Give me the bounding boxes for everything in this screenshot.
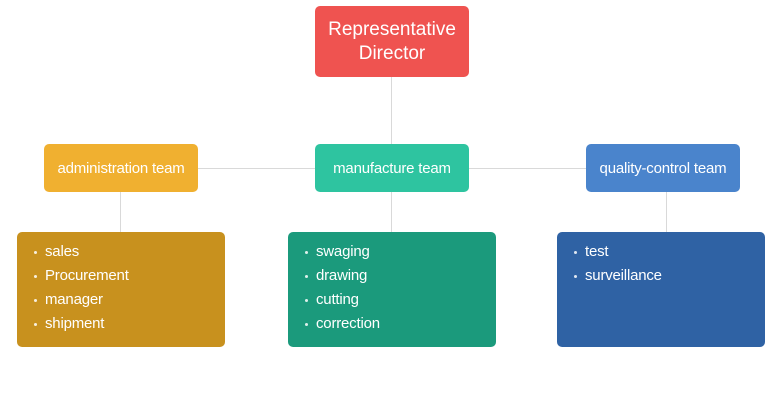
- list-item-label: test: [585, 243, 609, 260]
- list-item: sales: [33, 240, 225, 264]
- connector-horizontal-left: [198, 168, 315, 169]
- list-item: shipment: [33, 312, 225, 336]
- detail-box-manufacture: swaging drawing cutting correction: [288, 232, 496, 347]
- list-item-label: drawing: [316, 267, 368, 284]
- list-item-label: Procurement: [45, 267, 129, 284]
- bullet-icon: [305, 323, 308, 326]
- bullet-icon: [574, 275, 577, 278]
- list-item-label: manager: [45, 291, 103, 308]
- bullet-icon: [34, 299, 37, 302]
- list-item: swaging: [304, 240, 496, 264]
- connector-admin-to-detail: [120, 192, 121, 232]
- bullet-icon: [305, 299, 308, 302]
- detail-box-administration: sales Procurement manager shipment: [17, 232, 225, 347]
- list-item: manager: [33, 288, 225, 312]
- team-node-administration: administration team: [44, 144, 198, 192]
- connector-manufacture-to-detail: [391, 192, 392, 232]
- bullet-icon: [34, 275, 37, 278]
- connector-root-to-manufacture: [391, 77, 392, 144]
- detail-box-quality-control: test surveillance: [557, 232, 765, 347]
- bullet-icon: [574, 251, 577, 254]
- list-item-label: swaging: [316, 243, 370, 260]
- connector-horizontal-right: [469, 168, 586, 169]
- list-item-label: sales: [45, 243, 80, 260]
- list-item: cutting: [304, 288, 496, 312]
- list-item: drawing: [304, 264, 496, 288]
- root-title-line-2: Director: [358, 42, 426, 64]
- team-node-quality-control: quality-control team: [586, 144, 740, 192]
- team-label-manufacture: manufacture team: [333, 159, 451, 177]
- list-item: test: [573, 240, 765, 264]
- detail-list-manufacture: swaging drawing cutting correction: [304, 240, 496, 336]
- team-label-administration: administration team: [57, 159, 185, 177]
- detail-list-administration: sales Procurement manager shipment: [33, 240, 225, 336]
- root-title-line-1: Representative: [328, 18, 456, 40]
- bullet-icon: [34, 251, 37, 254]
- team-label-quality-control: quality-control team: [599, 159, 727, 177]
- bullet-icon: [305, 275, 308, 278]
- connector-qc-to-detail: [666, 192, 667, 232]
- list-item-label: shipment: [45, 315, 105, 332]
- list-item: surveillance: [573, 264, 765, 288]
- bullet-icon: [34, 323, 37, 326]
- list-item: correction: [304, 312, 496, 336]
- bullet-icon: [305, 251, 308, 254]
- team-node-manufacture: manufacture team: [315, 144, 469, 192]
- list-item-label: surveillance: [585, 267, 662, 284]
- detail-list-quality-control: test surveillance: [573, 240, 765, 288]
- list-item-label: correction: [316, 315, 380, 332]
- root-node-representative-director: Representative Director: [315, 6, 469, 77]
- list-item-label: cutting: [316, 291, 359, 308]
- list-item: Procurement: [33, 264, 225, 288]
